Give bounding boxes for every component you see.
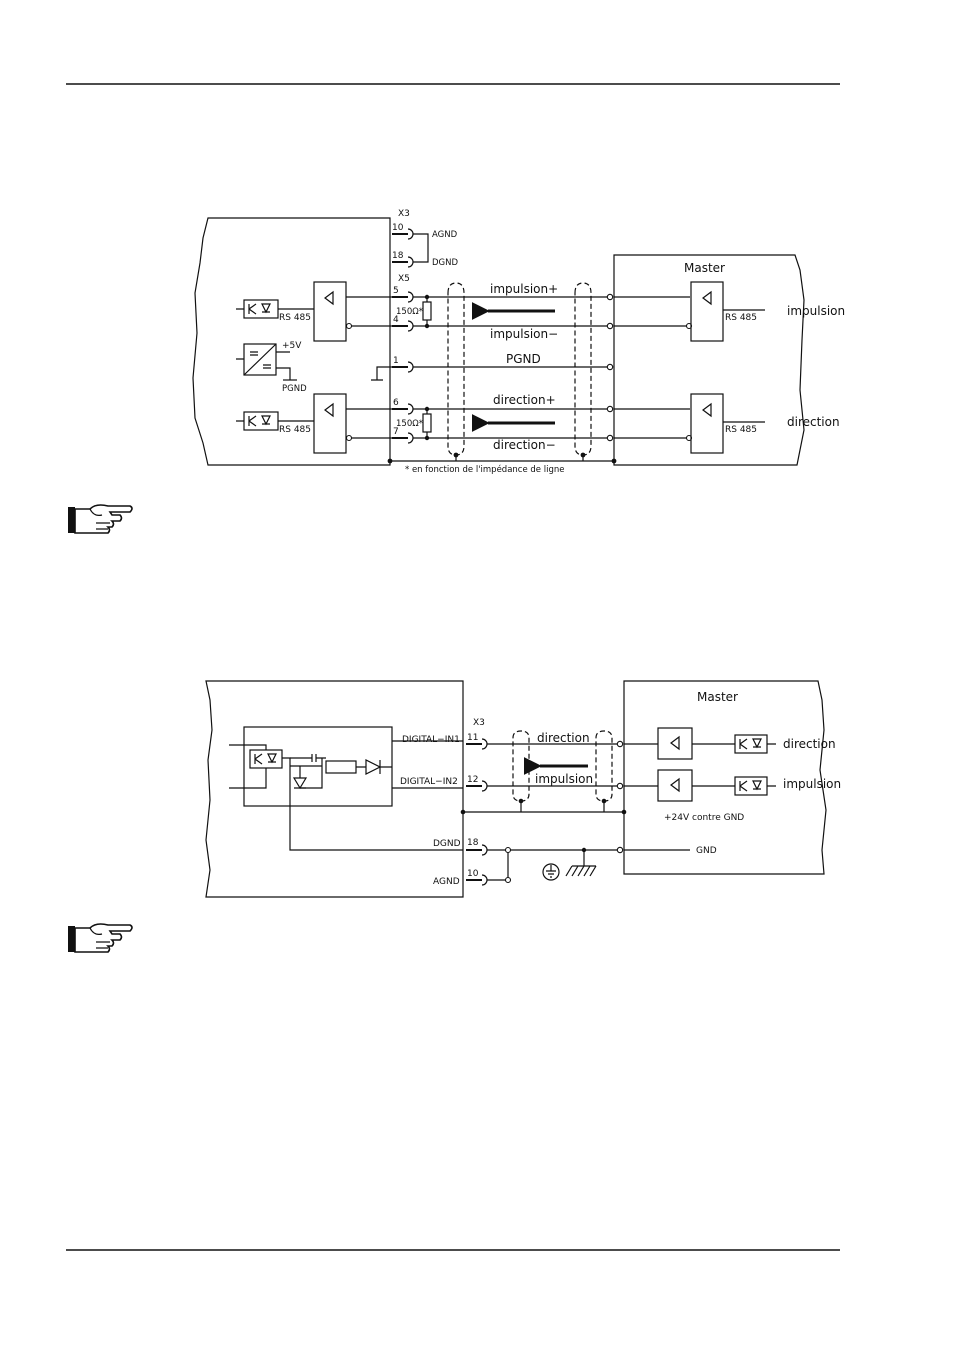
impulse-label-2: impulsion bbox=[535, 772, 593, 786]
pin-4: 4 bbox=[393, 315, 399, 325]
pin-10: 10 bbox=[392, 223, 404, 233]
output-impulse-label: impulsion bbox=[787, 304, 845, 318]
footnote: * en fonction de l'impédance de ligne bbox=[405, 464, 564, 475]
resistor-label-1: 150Ω* bbox=[396, 307, 423, 317]
pin-1: 1 bbox=[393, 356, 399, 366]
master-title-2: Master bbox=[697, 690, 738, 704]
cable-shield-right bbox=[574, 282, 592, 456]
output-impulse-label-2: impulsion bbox=[783, 777, 841, 791]
master-body-2 bbox=[623, 680, 827, 875]
pin-11: 11 bbox=[467, 733, 478, 743]
digital-in2-label: DIGITAL−IN2 bbox=[400, 777, 458, 787]
impulse-plus-label: impulsion+ bbox=[490, 282, 558, 296]
master-driver-2 bbox=[690, 393, 724, 454]
cable-shield-left-2 bbox=[512, 730, 530, 802]
termination-resistor-1 bbox=[422, 301, 432, 321]
digital-in1-label: DIGITAL−IN1 bbox=[402, 735, 460, 745]
note-hand-icon-2 bbox=[68, 923, 133, 953]
master-driver-1 bbox=[690, 281, 724, 342]
x3-label: X3 bbox=[398, 209, 410, 219]
resistor-label-2: 150Ω* bbox=[396, 419, 423, 429]
diagram-24v-pulse-direction: X3 DIGITAL−IN1 DIGITAL−IN2 DGND AGND 11 … bbox=[205, 680, 841, 898]
pgnd-mid-label: PGND bbox=[506, 352, 541, 366]
pin-7: 7 bbox=[393, 427, 399, 437]
master-title-1: Master bbox=[684, 261, 725, 275]
master-output-2 bbox=[657, 769, 693, 802]
pgnd-left-label: PGND bbox=[282, 384, 307, 394]
gnd-label: GND bbox=[696, 846, 717, 856]
drive-body-2 bbox=[205, 680, 464, 898]
rs485-label-1: RS 485 bbox=[279, 313, 311, 323]
pin-18-2: 18 bbox=[467, 838, 479, 848]
master-body bbox=[613, 254, 805, 466]
dgnd-label: DGND bbox=[432, 258, 458, 268]
agnd-label-2: AGND bbox=[433, 877, 460, 887]
dgnd-label-2: DGND bbox=[433, 839, 461, 849]
direction-plus-label: direction+ bbox=[493, 393, 556, 407]
earth-ground-icon bbox=[542, 863, 560, 881]
supply-label: +24V contre GND bbox=[664, 813, 744, 823]
receiver-box-2 bbox=[313, 393, 347, 454]
pin-5: 5 bbox=[393, 286, 399, 296]
drive-body bbox=[192, 217, 391, 466]
agnd-label: AGND bbox=[432, 230, 458, 240]
master-output-1 bbox=[657, 727, 693, 760]
pin-10-2: 10 bbox=[467, 869, 479, 879]
note-hand-icon bbox=[68, 504, 133, 534]
input-resistor bbox=[325, 760, 357, 774]
output-direction-label: direction bbox=[787, 415, 840, 429]
cable-shield-right-2 bbox=[595, 730, 613, 802]
master-rs485-2: RS 485 bbox=[725, 425, 757, 435]
plus5v-label: +5V bbox=[282, 341, 302, 351]
termination-resistor-2 bbox=[422, 413, 432, 433]
master-rs485-1: RS 485 bbox=[725, 313, 757, 323]
diagram-rs485-pulse-direction: X3 10 AGND 18 DGND X5 RS 485 5 4 150Ω* bbox=[192, 209, 845, 475]
direction-minus-label: direction− bbox=[493, 438, 556, 452]
pin-12: 12 bbox=[467, 775, 478, 785]
direction-label-2: direction bbox=[537, 731, 590, 745]
output-direction-label-2: direction bbox=[783, 737, 836, 751]
receiver-box-1 bbox=[313, 281, 347, 342]
pin-6: 6 bbox=[393, 398, 399, 408]
x5-label: X5 bbox=[398, 274, 410, 284]
pin-18: 18 bbox=[392, 251, 404, 261]
rs485-label-2: RS 485 bbox=[279, 425, 311, 435]
cable-shield-left bbox=[447, 282, 465, 456]
impulse-minus-label: impulsion− bbox=[490, 327, 558, 341]
x3-label-2: X3 bbox=[473, 718, 485, 728]
